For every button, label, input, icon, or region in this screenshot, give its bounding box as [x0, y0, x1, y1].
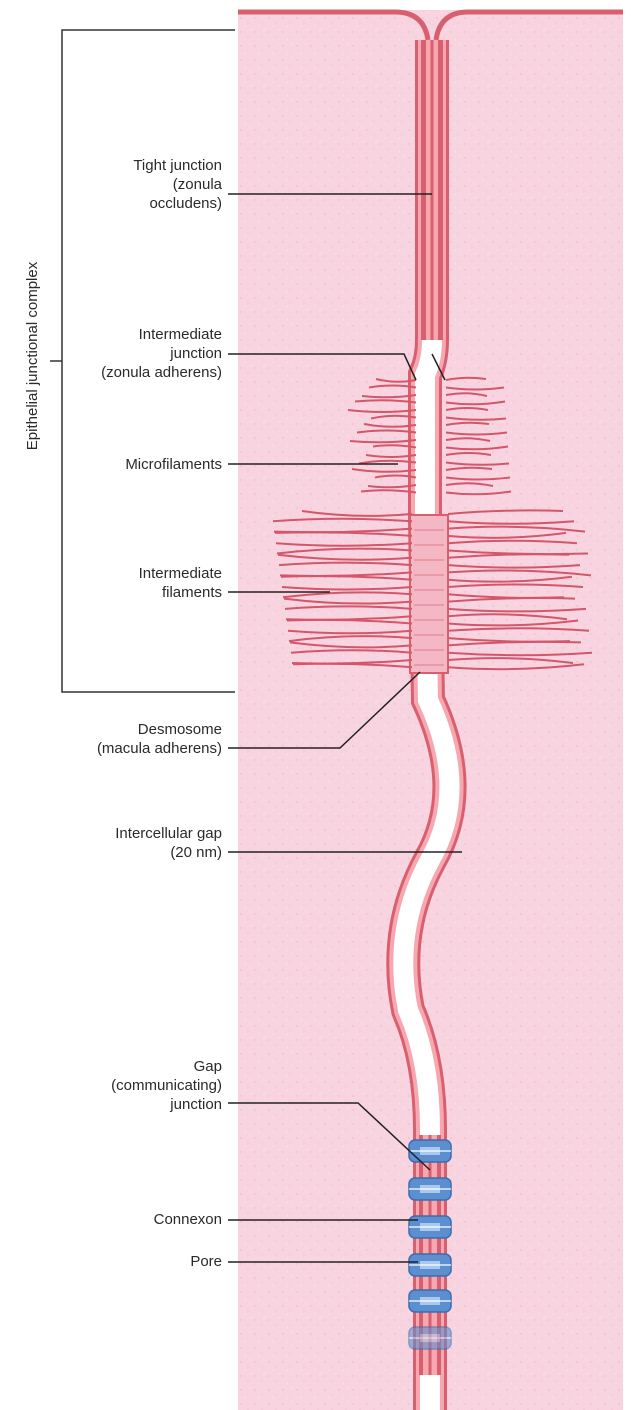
label-gap-junction: Gap(communicating)junction: [12, 1057, 222, 1114]
connexon-pair: [409, 1254, 451, 1276]
label-desmosome: Desmosome(macula adherens): [12, 720, 222, 758]
label-intercellular-gap: Intercellular gap(20 nm): [12, 824, 222, 862]
label-microfilaments: Microfilaments: [12, 455, 222, 474]
desmosome-plaque: [410, 515, 448, 673]
connexon-pair: [409, 1327, 451, 1349]
label-connexon: Connexon: [12, 1210, 222, 1229]
label-pore: Pore: [12, 1252, 222, 1271]
connexon-pair: [409, 1140, 451, 1162]
connexon-pair: [409, 1290, 451, 1312]
connexon-pair: [409, 1178, 451, 1200]
